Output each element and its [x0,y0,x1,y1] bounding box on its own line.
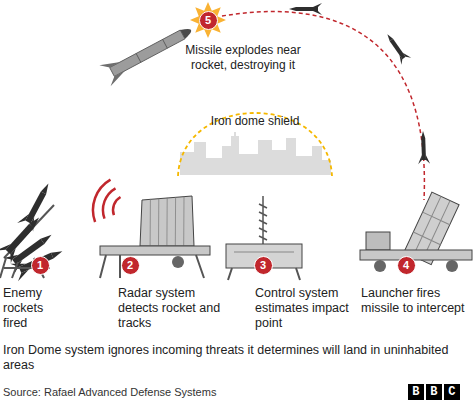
interceptor [289,3,322,15]
callout-number: 4 [397,256,416,275]
explosion [190,2,226,38]
shield-label: Iron dome shield [195,114,315,129]
footnote: Iron Dome system ignores incoming threat… [3,343,465,373]
city-skyline [180,132,331,175]
callout-text: 5 [205,14,211,26]
callout-number: 5 [199,11,218,30]
callout-text: 1 [37,259,43,271]
callout-text: 3 [260,259,266,271]
interceptor [382,31,411,65]
control-system [226,196,302,280]
explosion-core [199,11,217,29]
callout-text: 4 [403,259,409,271]
source-note: Source: Rafael Advanced Defense Systems [3,385,323,400]
callout-text: 2 [127,259,133,271]
interceptor-launcher [360,192,472,272]
callout-number: 2 [121,256,140,275]
radar-unit [100,196,210,278]
dome-arc [178,113,332,176]
interceptor [417,131,430,164]
trajectory [222,12,424,200]
callout-number: 3 [254,256,273,275]
step-caption: Launcher fires missile to intercept [361,286,471,316]
step-caption: Enemy rockets fired [3,286,65,331]
rocket-launcher [0,179,66,281]
step-caption: Missile explodes near rocket, destroying… [170,43,316,73]
step-caption: Control system estimates impact point [255,286,351,331]
radar-waves [93,180,121,222]
bbc-logo: BBC [408,384,466,400]
callout-number: 1 [31,256,50,275]
step-caption: Radar system detects rocket and tracks [118,286,224,331]
enemy-rocket [99,19,196,86]
